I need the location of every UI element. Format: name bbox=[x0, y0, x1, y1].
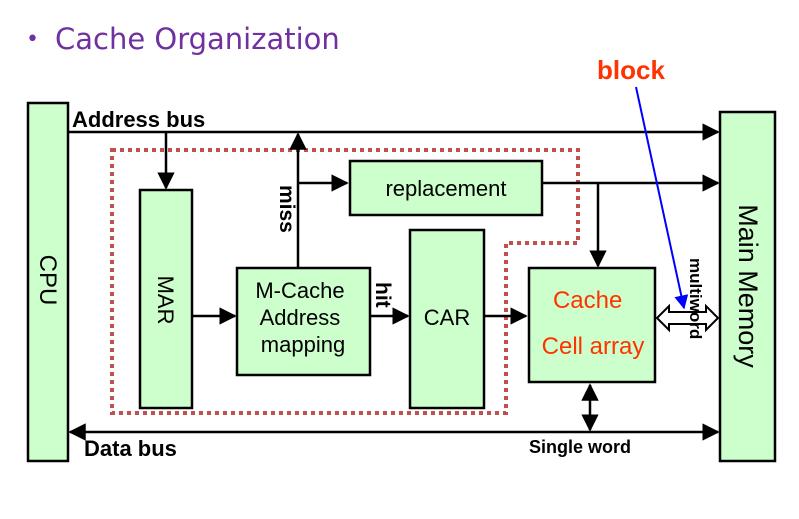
cpu-box bbox=[26, 101, 70, 463]
replacement-label: replacement bbox=[385, 176, 506, 201]
mapping-label-line2: Address bbox=[260, 305, 341, 330]
block-label: block bbox=[597, 55, 665, 85]
slide-title-text: Cache Organization bbox=[54, 22, 340, 56]
main-memory-box bbox=[718, 110, 777, 463]
cache-cell-array-label: Cache Cell array bbox=[542, 287, 645, 360]
address-bus-label: Address bus bbox=[72, 107, 205, 132]
mar-box bbox=[138, 188, 194, 410]
car-box bbox=[408, 228, 486, 410]
car-label: CAR bbox=[424, 305, 470, 330]
mapping-label-line3: mapping bbox=[261, 332, 345, 357]
cache-label-line2: Cell array bbox=[542, 333, 645, 360]
single-word-label: Single word bbox=[529, 437, 631, 457]
slide-title: • Cache Organization bbox=[26, 22, 340, 56]
replacement-box bbox=[348, 159, 544, 217]
mar-label: MAR bbox=[153, 276, 178, 325]
data-bus-label: Data bus bbox=[84, 436, 177, 461]
multiword-label: multiword bbox=[686, 258, 705, 339]
cpu-label: CPU bbox=[34, 255, 61, 306]
cache-boundary bbox=[110, 148, 580, 415]
multiword-arrow bbox=[655, 303, 720, 333]
mapping-label: M-Cache Address mapping bbox=[255, 278, 350, 357]
mapping-box bbox=[235, 266, 372, 377]
miss-label: miss bbox=[275, 185, 298, 233]
mapping-label-line1: M-Cache bbox=[255, 278, 344, 303]
bullet-icon: • bbox=[26, 27, 39, 52]
main-memory-label: Main Memory bbox=[733, 204, 763, 368]
block-pointer-arrow bbox=[635, 86, 689, 310]
cache-cell-array-box bbox=[527, 266, 657, 384]
cache-label-line1: Cache bbox=[553, 287, 622, 314]
hit-label: hit bbox=[371, 282, 394, 308]
